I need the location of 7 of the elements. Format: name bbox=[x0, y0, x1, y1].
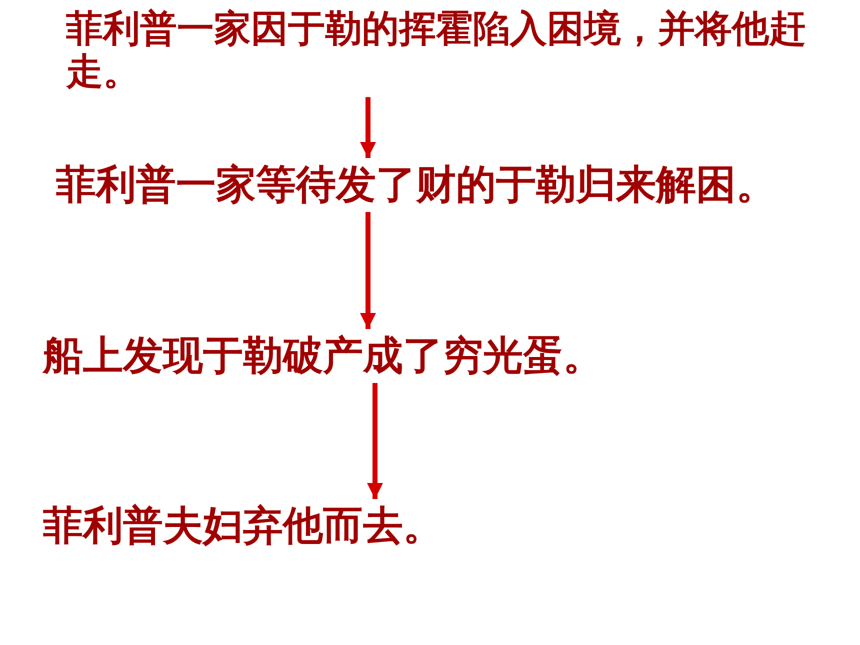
arrow bbox=[367, 383, 383, 499]
step-text: 菲利普夫妇弃他而去。 bbox=[43, 503, 643, 549]
arrow bbox=[360, 212, 376, 329]
arrow bbox=[360, 97, 376, 158]
step-text: 菲利普一家等待发了财的于勒归来解困。 bbox=[56, 162, 846, 208]
step-text: 菲利普一家因于勒的挥霍陷入困境，并将他赶走。 bbox=[66, 8, 856, 94]
step-text: 船上发现于勒破产成了穷光蛋。 bbox=[43, 333, 743, 379]
